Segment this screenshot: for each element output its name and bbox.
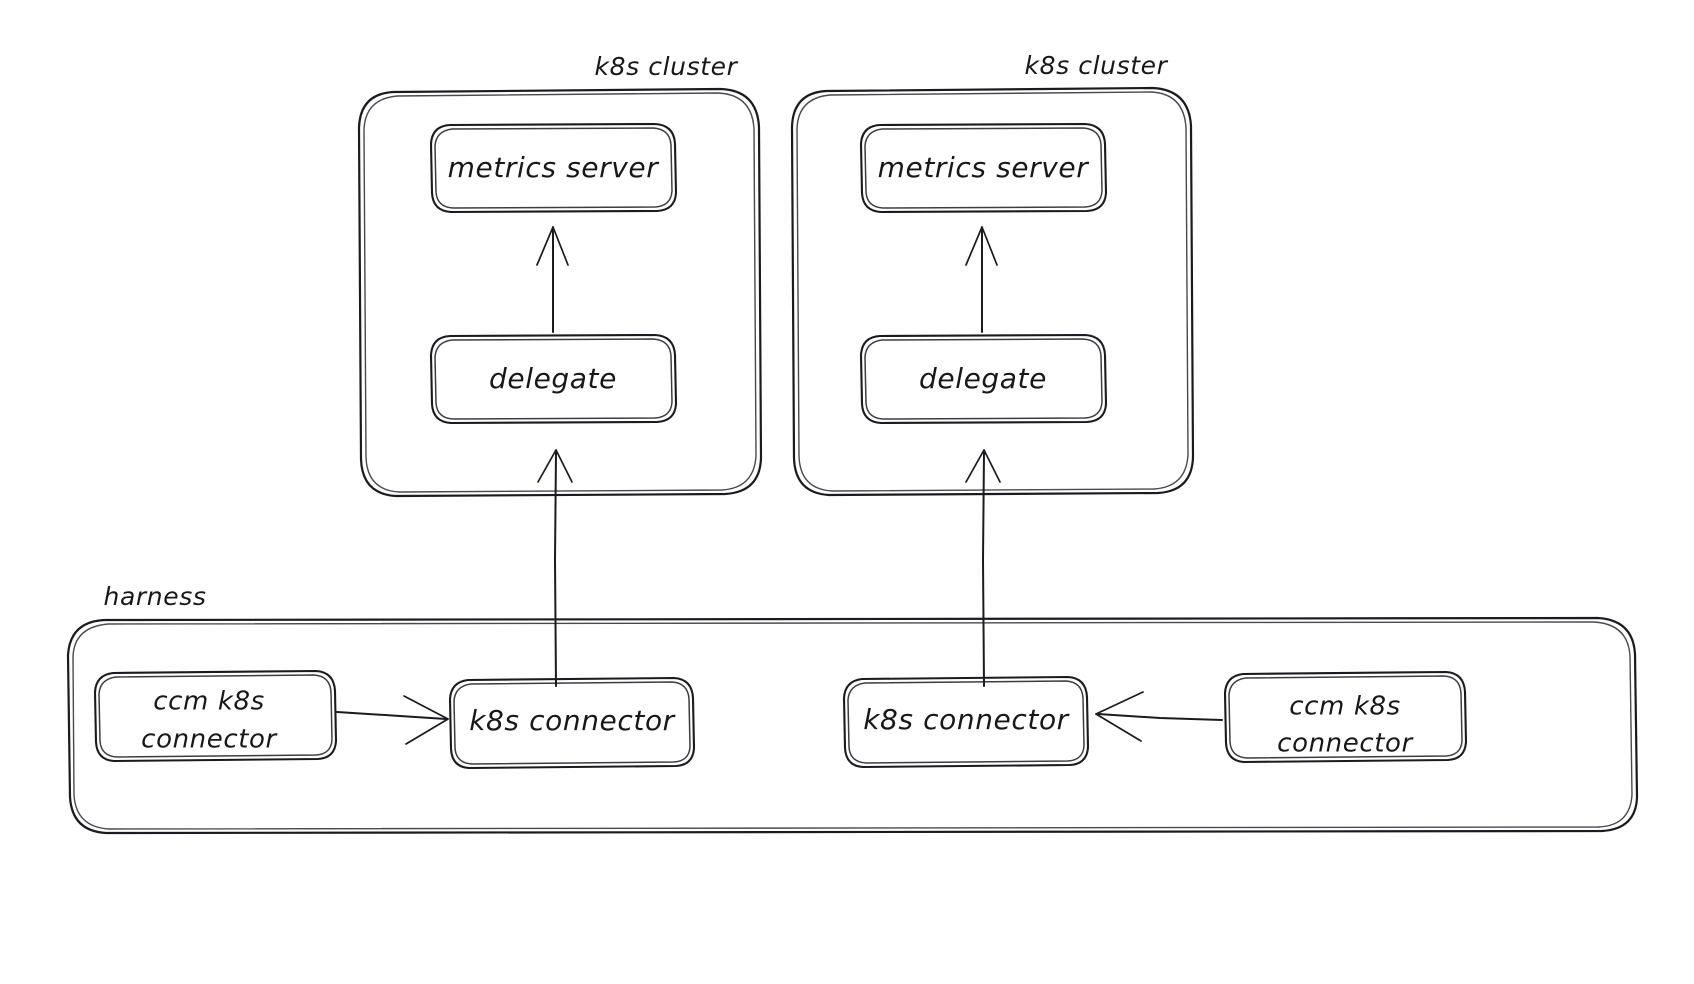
delegate-right-label: delegate [919, 362, 1047, 395]
edge-k8s-connector-to-delegate-left [537, 449, 573, 687]
harness-label: harness [104, 582, 207, 611]
cluster-right-label: k8s cluster [1025, 51, 1169, 80]
k8s-connector-left-label: k8s connector [469, 704, 675, 737]
ccm-k8s-connector-right-label-line2: connector [1277, 729, 1414, 759]
cluster-left-label: k8s cluster [595, 52, 739, 81]
edge-k8s-connector-to-delegate-right [965, 449, 1001, 687]
node-delegate-left[interactable] [429, 333, 678, 425]
node-ccm-k8s-connector-left[interactable] [93, 669, 338, 763]
edge-ccm-to-k8s-connector-right [1095, 691, 1223, 742]
node-k8s-connector-right[interactable] [842, 675, 1090, 769]
metrics-server-left-label: metrics server [448, 151, 660, 184]
k8s-connector-right-label: k8s connector [863, 703, 1069, 736]
harness-group [66, 616, 1639, 835]
node-k8s-connector-left[interactable] [448, 676, 696, 770]
ccm-k8s-connector-left-label-line2: connector [141, 725, 278, 755]
delegate-left-label: delegate [489, 362, 617, 395]
node-metrics-server-right[interactable] [859, 122, 1108, 214]
metrics-server-right-label: metrics server [878, 151, 1090, 184]
ccm-k8s-connector-left-label-line1: ccm k8s [153, 687, 265, 717]
node-ccm-k8s-connector-right[interactable] [1223, 670, 1468, 764]
edge-ccm-to-k8s-connector-left [336, 695, 449, 745]
cluster-left-group [357, 87, 763, 498]
edge-delegate-to-metrics-left [536, 226, 569, 333]
ccm-k8s-connector-right-label-line1: ccm k8s [1289, 692, 1401, 722]
cluster-right-group [790, 86, 1195, 497]
node-metrics-server-left[interactable] [429, 122, 678, 214]
edge-delegate-to-metrics-right [965, 226, 998, 333]
node-delegate-right[interactable] [859, 333, 1108, 425]
